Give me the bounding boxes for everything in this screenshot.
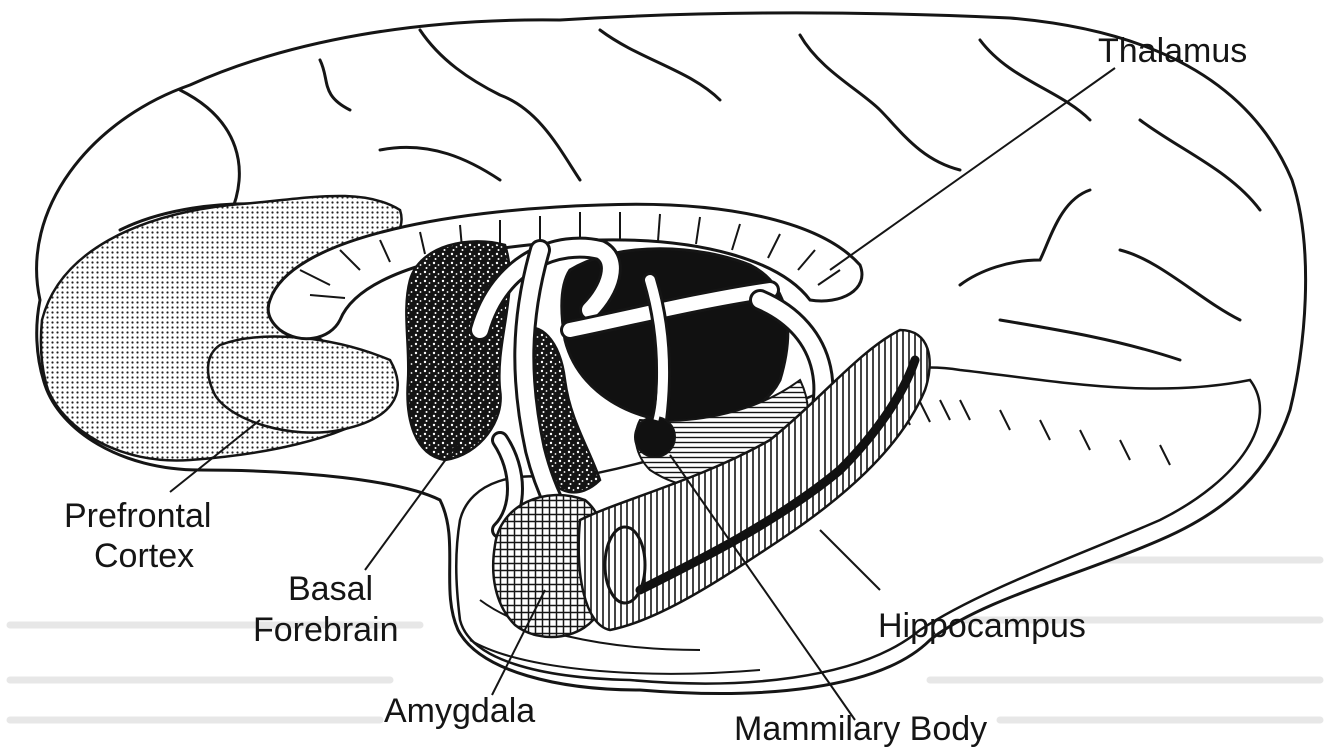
mammillary-body	[635, 417, 675, 457]
label-amygdala: Amygdala	[384, 692, 535, 730]
label-mammilary: Mammilary Body	[734, 710, 987, 748]
label-thalamus: Thalamus	[1098, 32, 1247, 70]
label-basal-line2: Forebrain	[253, 611, 399, 649]
label-hippocampus: Hippocampus	[878, 607, 1086, 645]
label-basal-line1: Basal	[288, 570, 373, 608]
label-prefrontal-line1: Prefrontal	[64, 497, 211, 535]
label-prefrontal-line2: Cortex	[94, 537, 194, 575]
